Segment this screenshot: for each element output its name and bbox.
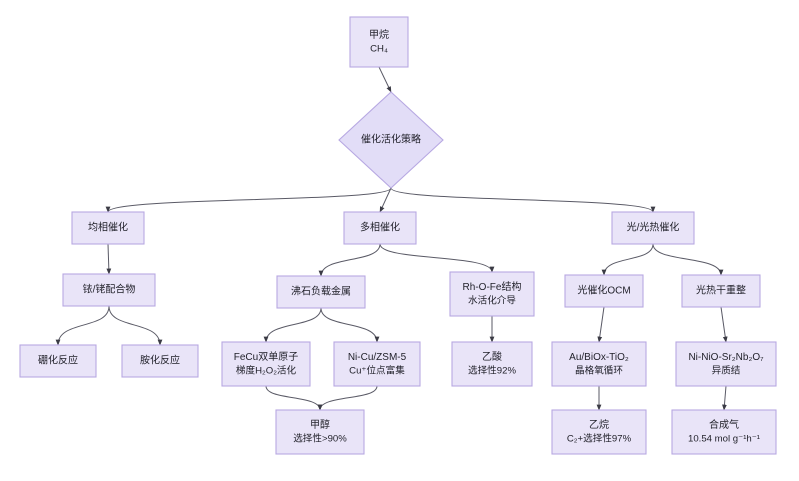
node-label-syngas-line1: 合成气 <box>709 418 739 431</box>
edge-ir-rh-complex-to-amination <box>108 305 163 346</box>
node-label-fecu-dual-atom-line2: 梯度H₂O₂活化 <box>236 364 297 376</box>
node-heterogeneous[interactable]: 多相催化 <box>343 211 417 245</box>
node-label-ethane-line1: 乙烷 <box>589 418 609 431</box>
node-homogeneous[interactable]: 均相催化 <box>71 211 145 245</box>
node-zeolite-metal[interactable]: 沸石负载金属 <box>276 275 366 309</box>
edge-strategy-to-photo <box>390 187 656 213</box>
node-label-photothermal-drm-line1: 光热干重整 <box>696 284 746 297</box>
node-shape-rect <box>275 409 365 455</box>
node-shape-diamond <box>338 91 444 189</box>
edge-photo-to-photothermal-drm <box>652 243 724 276</box>
node-shape-rect <box>349 16 409 68</box>
edge-zeolite-metal-to-fecu-dual-atom <box>263 307 322 343</box>
edge-heterogeneous-to-zeolite-metal <box>318 243 381 277</box>
node-shape-rect <box>551 409 647 455</box>
node-shape-rect <box>276 275 366 309</box>
node-shape-rect <box>551 341 647 387</box>
node-photothermal-drm[interactable]: 光热干重整 <box>681 274 761 308</box>
node-label-photo-ocm-line1: 光催化OCM <box>577 284 630 297</box>
node-syngas[interactable]: 合成气 10.54 mol g⁻¹h⁻¹ <box>671 409 777 455</box>
node-shape-rect <box>62 273 156 307</box>
node-label-heterogeneous-line1: 多相催化 <box>360 221 400 234</box>
node-shape-rect <box>333 341 421 387</box>
node-ir-rh-complex[interactable]: 铱/铑配合物 <box>62 273 156 307</box>
node-label-au-biox-tio2-line1: Au/BiOx-TiO₂ <box>569 352 629 363</box>
node-label-au-biox-tio2-line2: 晶格氧循环 <box>575 364 623 376</box>
edge-methane-to-strategy <box>378 66 392 93</box>
edge-photo-ocm-to-au-biox-tio2 <box>597 306 605 343</box>
node-shape-rect <box>221 341 311 387</box>
edge-ni-nio-heterojunction-to-syngas <box>722 385 727 411</box>
node-strategy[interactable]: 催化活化策略 <box>338 91 444 189</box>
node-shape-rect <box>564 274 644 308</box>
node-shape-rect <box>675 341 777 387</box>
node-shape-rect <box>343 211 417 245</box>
node-label-methanol-line1: 甲醇 <box>310 418 330 431</box>
node-label-nicu-zsm5-line2: Cu⁺位点富集 <box>349 364 405 376</box>
node-label-strategy-line1: 催化活化策略 <box>361 133 421 146</box>
node-label-homogeneous-line1: 均相催化 <box>88 221 128 234</box>
node-label-nicu-zsm5-line1: Ni-Cu/ZSM-5 <box>348 352 407 363</box>
node-shape-rect <box>19 344 97 378</box>
edge-fecu-dual-atom-to-methanol <box>265 385 323 411</box>
node-shape-rect <box>671 409 777 455</box>
node-photo-ocm[interactable]: 光催化OCM <box>564 274 644 308</box>
edge-photo-to-photo-ocm <box>601 243 654 276</box>
edge-homogeneous-to-ir-rh-complex <box>106 243 112 275</box>
node-borylation[interactable]: 硼化反应 <box>19 344 97 378</box>
node-label-methanol-line2: 选择性>90% <box>293 432 347 444</box>
node-label-fecu-dual-atom-line1: FeCu双单原子 <box>234 351 298 363</box>
node-shape-rect <box>449 271 535 317</box>
node-label-borylation-line1: 硼化反应 <box>38 354 78 367</box>
node-label-photo-line1: 光/光热催化 <box>627 221 680 234</box>
node-shape-rect <box>121 344 199 378</box>
node-label-methane-line1: 甲烷 <box>369 28 389 41</box>
edge-layer <box>55 66 728 411</box>
node-label-rh-o-fe-line2: 水活化介导 <box>468 294 516 306</box>
node-label-rh-o-fe-line1: Rh-O-Fe结构 <box>463 280 522 293</box>
node-label-ethane-line2: C₂+选择性97% <box>567 432 632 444</box>
node-label-amination-line1: 胺化反应 <box>140 354 180 367</box>
node-nicu-zsm5[interactable]: Ni-Cu/ZSM-5Cu⁺位点富集 <box>333 341 421 387</box>
node-label-syngas-line2: 10.54 mol g⁻¹h⁻¹ <box>688 433 760 444</box>
edge-nicu-zsm5-to-methanol <box>317 385 378 411</box>
node-label-acetic-acid-line2: 选择性92% <box>468 364 516 376</box>
node-label-ir-rh-complex-line1: 铱/铑配合物 <box>83 283 136 296</box>
edge-photothermal-drm-to-ni-nio-heterojunction <box>720 306 728 343</box>
edge-strategy-to-heterogeneous <box>379 187 392 213</box>
node-shape-rect <box>451 341 533 387</box>
edge-zeolite-metal-to-nicu-zsm5 <box>320 307 380 343</box>
node-shape-rect <box>71 211 145 245</box>
node-label-methane-line2: CH₄ <box>370 43 388 54</box>
node-label-ni-nio-heterojunction-line1: Ni-NiO-Sr₂Nb₂O₇ <box>688 352 764 363</box>
node-amination[interactable]: 胺化反应 <box>121 344 199 378</box>
edge-ir-rh-complex-to-borylation <box>55 305 110 346</box>
node-label-ni-nio-heterojunction-line2: 异质结 <box>712 364 741 376</box>
node-methane[interactable]: 甲烷 CH₄ <box>349 16 409 68</box>
node-shape-rect <box>681 274 761 308</box>
edge-heterogeneous-to-rh-o-fe <box>379 243 495 273</box>
edge-strategy-to-homogeneous <box>105 187 392 213</box>
node-label-zeolite-metal-line1: 沸石负载金属 <box>291 285 351 298</box>
node-photo[interactable]: 光/光热催化 <box>611 211 695 245</box>
node-label-acetic-acid-line1: 乙酸 <box>482 350 502 363</box>
node-shape-rect <box>611 211 695 245</box>
